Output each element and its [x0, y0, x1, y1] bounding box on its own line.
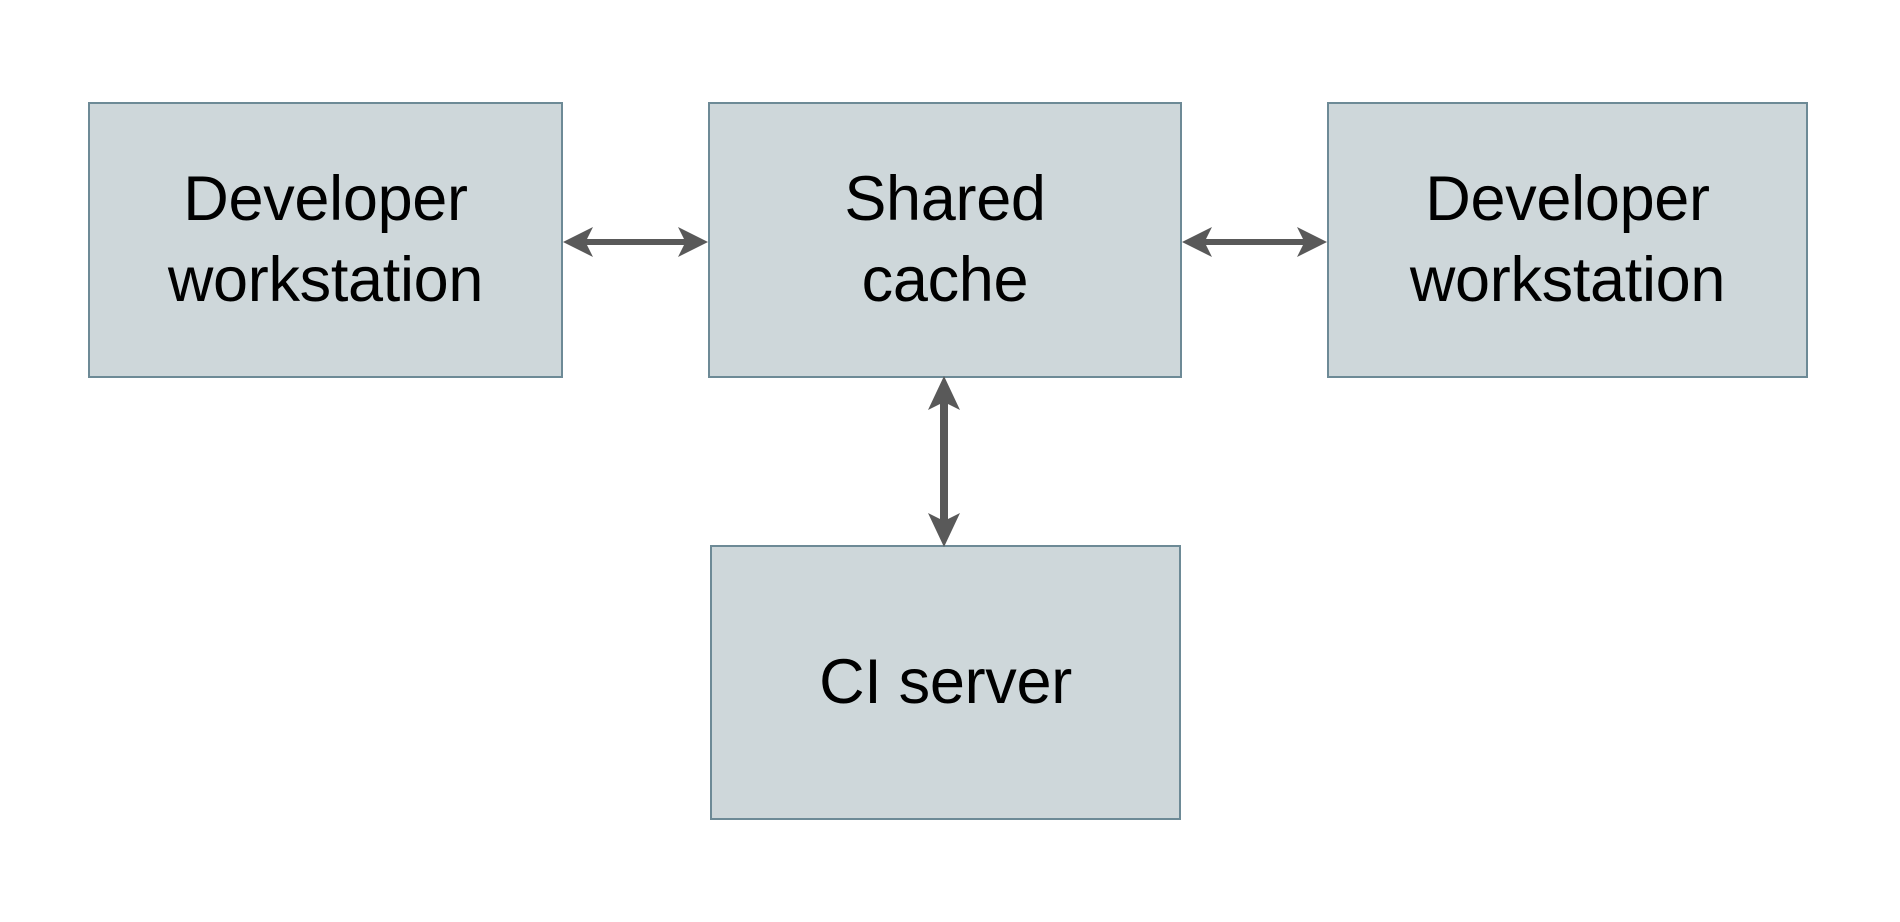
node-label: Shared cache — [844, 164, 1046, 315]
node-developer-workstation-left[interactable]: Developer workstation — [88, 102, 563, 378]
node-shared-cache[interactable]: Shared cache — [708, 102, 1182, 378]
edge-developer-workstation-left-to-shared-cache — [553, 211, 718, 273]
node-label: Developer workstation — [167, 164, 484, 315]
double-arrow-horizontal-icon — [563, 227, 708, 257]
double-arrow-horizontal-icon — [1182, 227, 1327, 257]
edge-shared-cache-to-developer-workstation-right — [1172, 211, 1337, 273]
node-label: Developer workstation — [1409, 164, 1726, 315]
double-arrow-vertical-icon — [928, 376, 960, 547]
node-ci-server[interactable]: CI server — [710, 545, 1181, 820]
node-developer-workstation-right[interactable]: Developer workstation — [1327, 102, 1808, 378]
edge-ci-server-to-shared-cache — [913, 368, 975, 555]
node-label: CI server — [819, 647, 1072, 718]
